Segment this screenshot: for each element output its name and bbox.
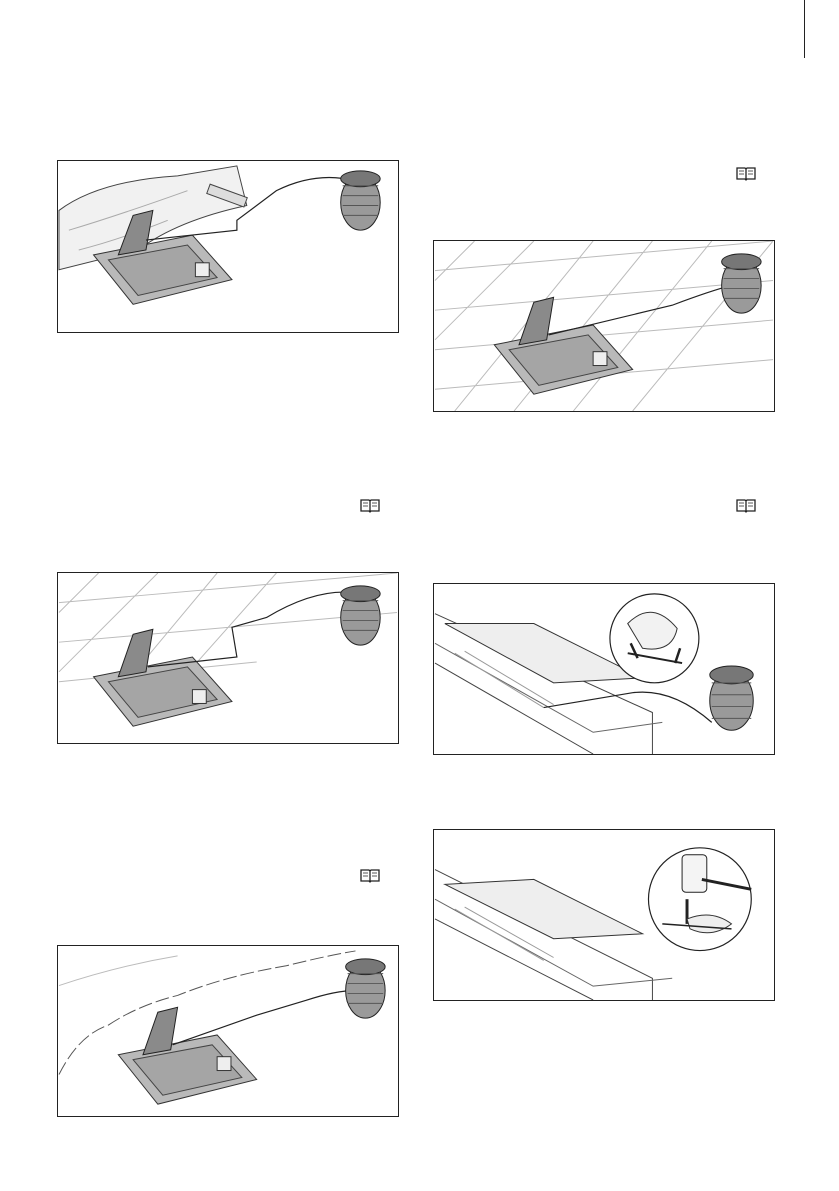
- illustration-drawing: [434, 584, 774, 754]
- manual-book-icon: [736, 166, 756, 181]
- manual-book-icon: [360, 498, 380, 513]
- illustration-drawing: [434, 830, 774, 1000]
- illustration-station-on-paving: [433, 240, 775, 412]
- manual-book-icon: [360, 868, 380, 883]
- illustration-hammering-peg: [433, 829, 775, 1001]
- illustration-pressing-wire: [433, 583, 775, 755]
- illustration-drawing: [58, 161, 398, 332]
- illustration-drawing: [434, 241, 774, 411]
- illustration-drawing: [58, 946, 398, 1116]
- illustration-station-by-hedge: [57, 945, 399, 1117]
- illustration-drawing: [58, 573, 398, 743]
- illustration-station-paving-loop: [57, 572, 399, 744]
- illustration-station-by-wall: [57, 160, 399, 333]
- page-cut-line: [804, 0, 805, 58]
- manual-book-icon: [736, 498, 756, 513]
